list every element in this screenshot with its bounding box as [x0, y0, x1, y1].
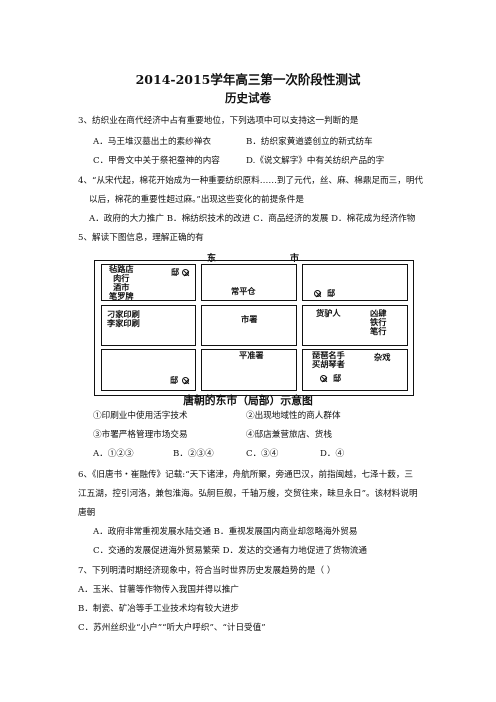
block-top-right — [302, 264, 408, 301]
q5-statement-2: ②出现地域性的商人群体 — [246, 411, 341, 421]
outer-wall-right — [413, 260, 414, 396]
outer-wall-left — [94, 260, 95, 396]
label-changping-granary: 常平仓 — [231, 286, 256, 296]
q7-option-b: B．制瓷、矿冶等手工业技术均有较大进步 — [78, 604, 240, 614]
q7-option-c: C．苏州丝织业“小户”“听大户呼织”、“计日受值” — [78, 623, 266, 633]
label-printing-shops: 刁家印刷 李家印刷 — [107, 309, 140, 328]
q7-option-a: A．玉米、甘薯等作物传入我国并得以推广 — [78, 585, 239, 595]
diagram-header-east: 东 — [207, 254, 217, 264]
label-market-office: 市署 — [241, 314, 258, 324]
q5-statement-4: ④邸店兼营旅店、货栈 — [246, 430, 332, 440]
label-di-bottom-right: 邸 — [333, 373, 342, 383]
label-pingzhun-office: 平准署 — [239, 350, 264, 360]
label-donkey-dealer: 货驴人 — [316, 308, 341, 318]
q5-option-a: A．①②③ — [93, 449, 134, 459]
label-pipa-musicians: 琵琶名手 买胡琴者 — [312, 350, 345, 369]
q7-stem: 7、下列明清时期经济现象中，符合当时世界历史发展趋势的是（ ） — [78, 566, 336, 576]
block-middle-left — [101, 305, 196, 346]
exam-title: 2014-2015学年高三第一次阶段性测试 — [135, 72, 361, 87]
q6-stem-line2: 江五湖，控引河洛，兼包淮海。弘舸巨舰，千轴万艘，交贸往来，昧旦永日”。该材料说明 — [78, 489, 418, 499]
q5-statement-1: ①印刷业中使用活字技术 — [93, 411, 188, 421]
outer-wall-top — [94, 260, 414, 261]
exam-subtitle: 历史试卷 — [225, 91, 271, 105]
label-acrobatics: 杂戏 — [374, 352, 391, 362]
label-di-top-left: 邸 — [171, 267, 180, 277]
q4-stem-line1: 4、“从宋代起，棉花开始成为一种重要纺织原料……到了元代，丝、麻、棉鼎足而三，明… — [78, 176, 424, 186]
q5-statement-3: ③市署严格管理市场交易 — [93, 430, 188, 440]
q6-stem-line1: 6、《旧唐书・崔融传》记载:“天下诸津，舟航所聚，旁通巴汉，前指闽越，七泽十薮，… — [78, 470, 414, 480]
block-bottom-right — [302, 349, 408, 391]
east-market-diagram: 东 市 毡路店 肉行 酒市 笔罗牌 邸 常平仓 邸 — [94, 254, 414, 396]
block-top-left — [101, 264, 196, 301]
q6-stem-line3: 唐朝 — [78, 508, 96, 518]
q5-option-c: C．③④ — [246, 449, 279, 459]
diagram-caption: 唐朝的东市（局部）示意图 — [183, 394, 313, 407]
label-di-top-right: 邸 — [327, 288, 336, 298]
label-di-bottom-left: 邸 — [170, 375, 179, 385]
label-trade-shops: 凶肆 铁行 笔行 — [370, 308, 387, 336]
diagram-header-market: 市 — [290, 254, 300, 264]
cross-marker-icon — [314, 290, 321, 297]
cross-marker-icon — [182, 377, 189, 384]
block-top-center — [201, 264, 297, 301]
q3-option-a: A．马王堆汉墓出土的素纱禅衣 — [93, 137, 211, 147]
q5-stem: 5、解读下图信息，理解正确的有 — [78, 233, 204, 243]
q6-options-cd: C．交通的发展促进海外贸易繁荣 D．发达的交通有力地促进了货物流通 — [93, 546, 368, 556]
q3-option-d: D.《说文解字》中有关纺织产品的字 — [246, 156, 385, 166]
cross-marker-icon — [320, 375, 327, 382]
q3-stem: 3、纺织业在商代经济中占有重要地位，下列选项中可以支持这一判断的是 — [78, 116, 359, 126]
block-bottom-center — [201, 349, 297, 391]
block-middle-center — [201, 305, 297, 346]
label-shop-group-1: 毡路店 肉行 酒市 笔罗牌 — [109, 264, 134, 301]
q3-option-c: C．甲骨文中关于祭祀蚕神的内容 — [93, 156, 220, 166]
block-middle-right — [302, 305, 408, 346]
q4-options: A．政府的大力推广 B．棉纺织技术的改进 C．商品经济的发展 D．棉花成为经济作… — [89, 214, 416, 224]
block-bottom-left — [101, 349, 196, 391]
q4-stem-line2: 以后，棉花的重要性超过麻。”出现这些变化的前提条件是 — [89, 195, 304, 205]
cross-marker-icon — [182, 269, 189, 276]
outer-wall-bottom — [94, 395, 414, 396]
q5-option-d: D．④ — [320, 449, 345, 459]
q6-options-ab: A．政府非常重视发展水陆交通 B．重视发展国内商业却忽略海外贸易 — [93, 527, 358, 537]
q5-option-b: B．②③④ — [173, 449, 214, 459]
q3-option-b: B．纺织家黄道婆创立的新式纺车 — [246, 137, 373, 147]
